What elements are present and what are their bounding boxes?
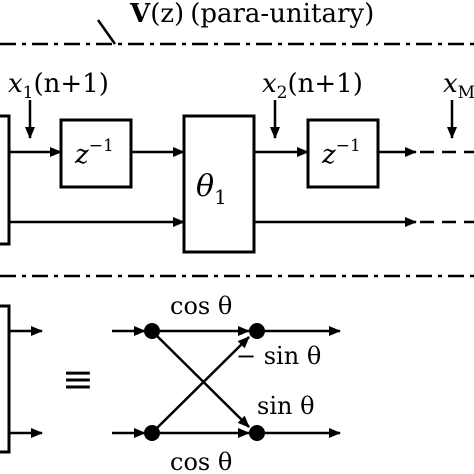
butterfly-node-out-top	[249, 323, 265, 339]
rotation-block-symbol	[0, 304, 11, 454]
title-pointer	[96, 19, 117, 45]
input-x2-label: x2(n+1)	[262, 69, 363, 103]
delay2-block	[306, 118, 380, 189]
input-xM-label: xM	[443, 69, 474, 103]
butterfly-node-out-bottom	[249, 425, 265, 441]
delay2-label: z−1	[321, 136, 361, 170]
butterfly-node-in-top	[144, 323, 160, 339]
butterfly-branch-cross-down	[156, 335, 250, 428]
coef-top-label: cos θ	[170, 292, 232, 320]
input-x1-label: x1(n+1)	[8, 69, 109, 103]
equivalence-symbol: ≡	[62, 357, 94, 401]
title-label: V(z)(para-unitary)	[129, 0, 374, 29]
delay1-label: z−1	[74, 136, 114, 170]
coef-cross-down-label: sin θ	[257, 392, 315, 420]
coef-cross-up-label: − sin θ	[236, 342, 321, 370]
rotation-block	[182, 114, 256, 254]
left-block	[0, 114, 11, 246]
rotation-label: θ1	[196, 169, 227, 209]
butterfly-node-in-bottom	[144, 425, 160, 441]
delay1-block	[59, 118, 133, 189]
coef-bottom-label: cos θ	[170, 448, 232, 474]
